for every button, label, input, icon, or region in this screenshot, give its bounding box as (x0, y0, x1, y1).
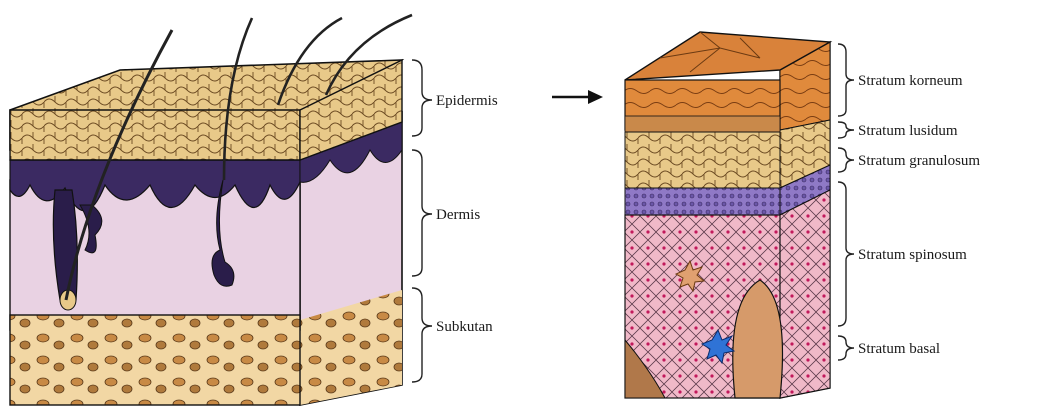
label-stratum-basal: Stratum basal (858, 341, 940, 357)
side-spinosum (780, 190, 830, 398)
korneum-brace (838, 44, 854, 116)
label-stratum-spinosum: Stratum spinosum (858, 247, 967, 263)
label-stratum-lusidum: Stratum lusidum (858, 123, 958, 139)
epidermis-layer-labels: Stratum korneum Stratum lusidum Stratum … (838, 44, 980, 360)
label-stratum-korneum: Stratum korneum (858, 73, 963, 89)
subkutan-layer (10, 315, 300, 405)
label-stratum-granulosum: Stratum granulosum (858, 153, 980, 169)
purple-band-layer (625, 188, 780, 215)
stratum-lusidum-layer (625, 116, 780, 132)
label-epidermis: Epidermis (436, 93, 498, 109)
lusidum-brace (838, 122, 854, 138)
basal-brace (838, 336, 854, 360)
arrow-head (588, 90, 603, 104)
label-dermis: Dermis (436, 207, 480, 223)
skin-cross-section (10, 15, 412, 405)
spinosum-brace (838, 182, 854, 326)
subkutan-brace (412, 288, 432, 382)
epidermis-front (10, 110, 300, 160)
skin-layer-labels: Epidermis Dermis Subkutan (412, 60, 603, 382)
dermis-brace (412, 150, 432, 276)
label-subkutan: Subkutan (436, 319, 493, 335)
epidermis-block (625, 32, 830, 398)
epidermis-brace (412, 60, 432, 136)
stratum-granulosum-layer (625, 132, 780, 188)
granulosum-brace (838, 148, 854, 172)
